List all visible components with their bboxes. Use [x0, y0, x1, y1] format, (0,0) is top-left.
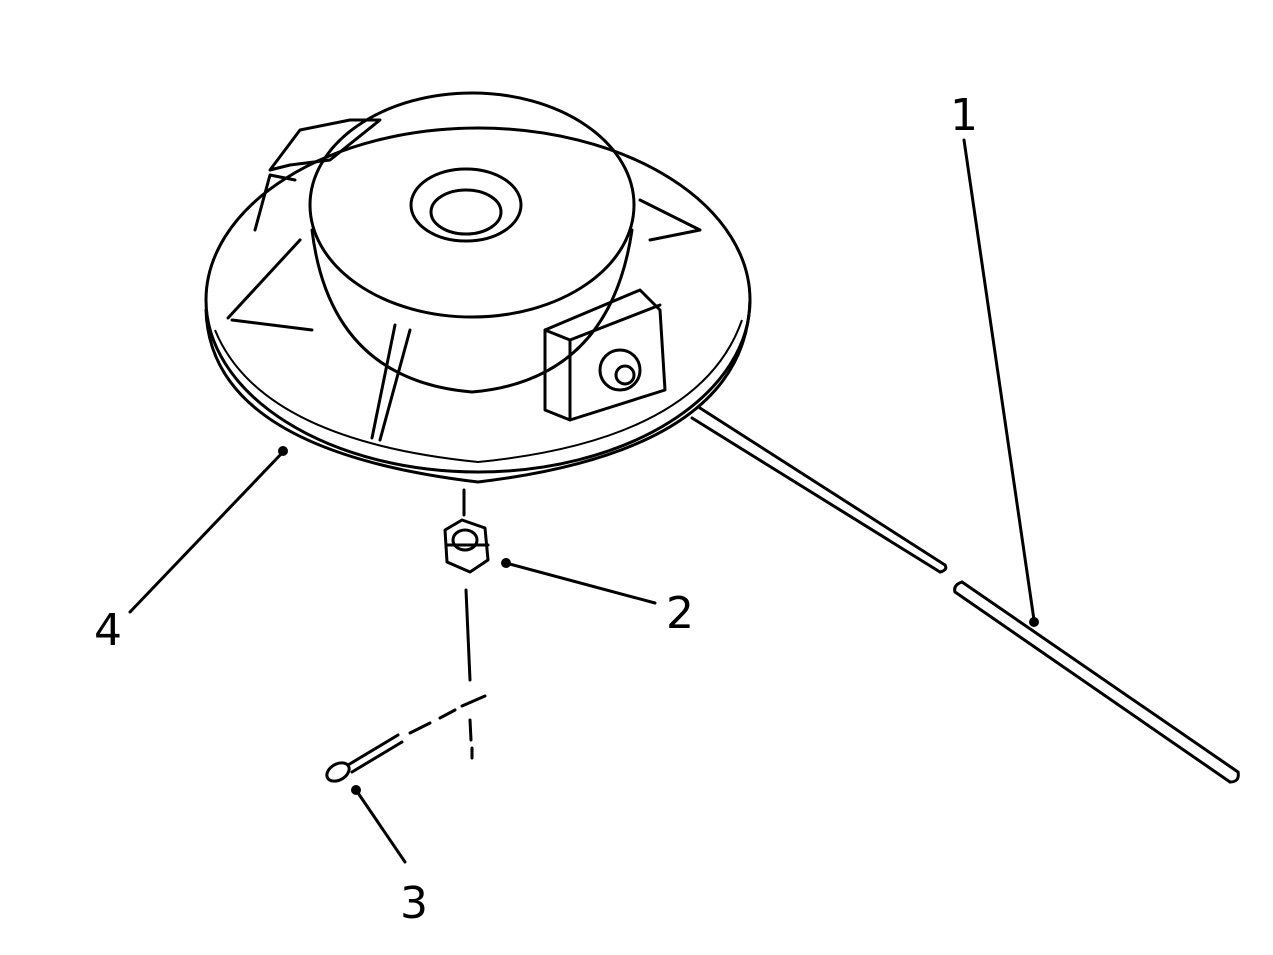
- center-axis: [462, 488, 474, 760]
- pin: [325, 694, 487, 783]
- rod: [690, 406, 1240, 784]
- leader-lines: [128, 138, 1039, 864]
- nut: [443, 518, 490, 574]
- callout-1: 1: [950, 90, 978, 141]
- callout-4: 4: [94, 605, 122, 656]
- head-housing: [204, 91, 752, 484]
- callout-3: 3: [400, 878, 428, 929]
- callout-2: 2: [666, 588, 694, 639]
